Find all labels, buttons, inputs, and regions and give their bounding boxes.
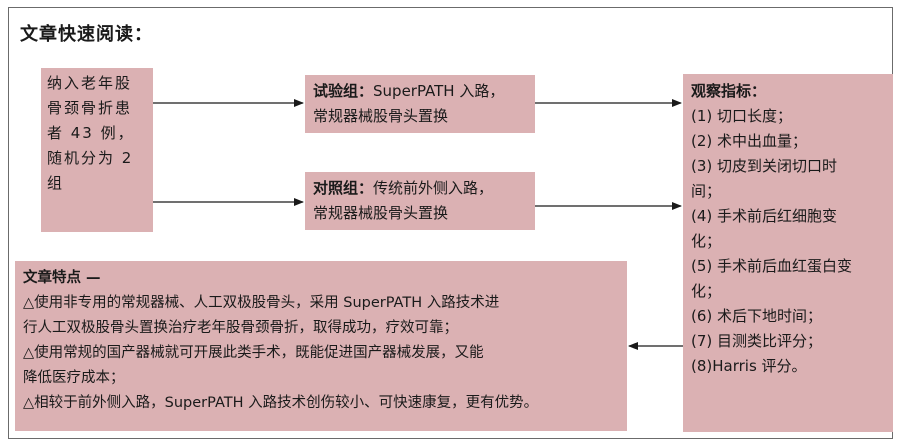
observation-box: 观察指标： (1) 切口长度； (2) 术中出血量； (3) 切皮到关闭切口时 … xyxy=(683,74,893,432)
diagram-title: 文章快速阅读： xyxy=(20,24,153,45)
control-group-line1: 传统前外侧入路， xyxy=(373,179,494,197)
observation-item: (2) 术中出血量； xyxy=(691,132,808,150)
observation-item: 化； xyxy=(691,282,722,300)
observation-item: (8)Harris 评分。 xyxy=(691,357,807,375)
observation-item: (4) 手术前后红细胞变 xyxy=(691,207,838,225)
subjects-line: 随机分为 2 xyxy=(47,149,134,167)
observation-item: (5) 手术前后血红蛋白变 xyxy=(691,257,853,275)
feature-item: △使用非专用的常规器械、人工双极股骨头，采用 SuperPATH 入路技术进 xyxy=(23,295,500,311)
subjects-box: 纳入老年股 骨颈骨折患 者 43 例， 随机分为 2 组 xyxy=(41,68,153,232)
features-box: 文章特点 — △使用非专用的常规器械、人工双极股骨头，采用 SuperPATH … xyxy=(15,261,627,431)
observation-item: 化； xyxy=(691,232,722,250)
subjects-line: 纳入老年股 xyxy=(47,74,133,92)
feature-item: △使用常规的国产器械就可开展此类手术，既能促进国产器械发展，又能 xyxy=(23,345,484,361)
control-group-box: 对照组：传统前外侧入路， 常规器械股骨头置换 xyxy=(305,172,535,230)
experimental-group-box: 试验组：SuperPATH 入路， 常规器械股骨头置换 xyxy=(305,75,535,133)
observation-item: (7) 目测类比评分； xyxy=(691,332,823,350)
observation-item: 间； xyxy=(691,182,722,200)
subjects-line: 骨颈骨折患 xyxy=(47,99,133,117)
feature-item: 降低医疗成本； xyxy=(23,370,125,386)
observation-item: (6) 术后下地时间； xyxy=(691,307,823,325)
features-label: 文章特点 — xyxy=(23,270,101,286)
subjects-line: 组 xyxy=(47,174,65,192)
observation-label: 观察指标： xyxy=(691,82,767,100)
observation-item: (3) 切皮到关闭切口时 xyxy=(691,157,838,175)
subjects-line: 者 43 例， xyxy=(47,124,135,142)
experimental-group-line2: 常规器械股骨头置换 xyxy=(313,107,449,125)
control-group-line2: 常规器械股骨头置换 xyxy=(313,204,449,222)
experimental-group-label: 试验组： xyxy=(313,82,374,100)
experimental-group-line1: SuperPATH 入路， xyxy=(373,82,505,100)
observation-item: (1) 切口长度； xyxy=(691,107,793,125)
feature-item: 行人工双极股骨头置换治疗老年股骨颈骨折，取得成功，疗效可靠； xyxy=(23,320,458,336)
control-group-label: 对照组： xyxy=(313,179,374,197)
feature-item: △相较于前外侧入路，SuperPATH 入路技术创伤较小、可快速康复，更有优势。 xyxy=(23,395,539,411)
